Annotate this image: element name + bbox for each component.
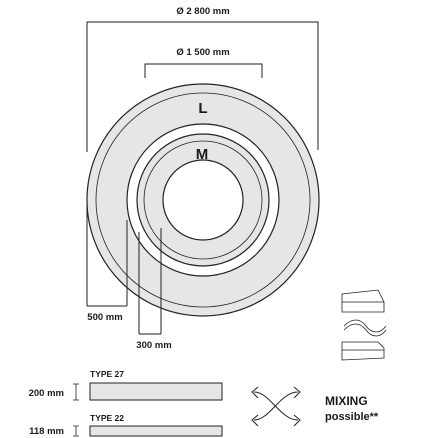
inner-diameter-dimension: Ø 1 500 mm [144, 47, 263, 78]
crossing-arrows-icon [251, 386, 301, 427]
inner-diameter-label: Ø 1 500 mm [176, 47, 229, 58]
width-large-label: 500 mm [87, 312, 122, 323]
width-medium-dimension: 300 mm [136, 228, 172, 351]
large-ring-label: L [198, 100, 207, 117]
mixing-subtitle: possible** [325, 411, 379, 423]
outer-diameter-label: Ø 2 800 mm [176, 6, 229, 17]
type-27-label: TYPE 27 [90, 369, 124, 379]
type-27-height: 200 mm [29, 388, 64, 399]
type-27-bar [89, 382, 223, 401]
width-medium-label: 300 mm [136, 340, 171, 351]
height-bracket-icon [73, 383, 79, 401]
height-bracket-icon [73, 425, 79, 437]
rings: L M [86, 83, 320, 317]
profile-shape-icon [341, 289, 387, 361]
type-27-profile: TYPE 27 200 mm [29, 369, 223, 401]
medium-ring-label: M [196, 146, 209, 163]
mixing-title: MIXING [325, 394, 368, 408]
width-large-dimension: 500 mm [86, 200, 128, 323]
type-22-height: 118 mm [29, 426, 64, 437]
outer-diameter-dimension: Ø 2 800 mm [86, 6, 319, 152]
type-22-label: TYPE 22 [90, 413, 124, 423]
type-22-profile: TYPE 22 118 mm [29, 413, 223, 437]
type-22-bar [89, 425, 223, 437]
